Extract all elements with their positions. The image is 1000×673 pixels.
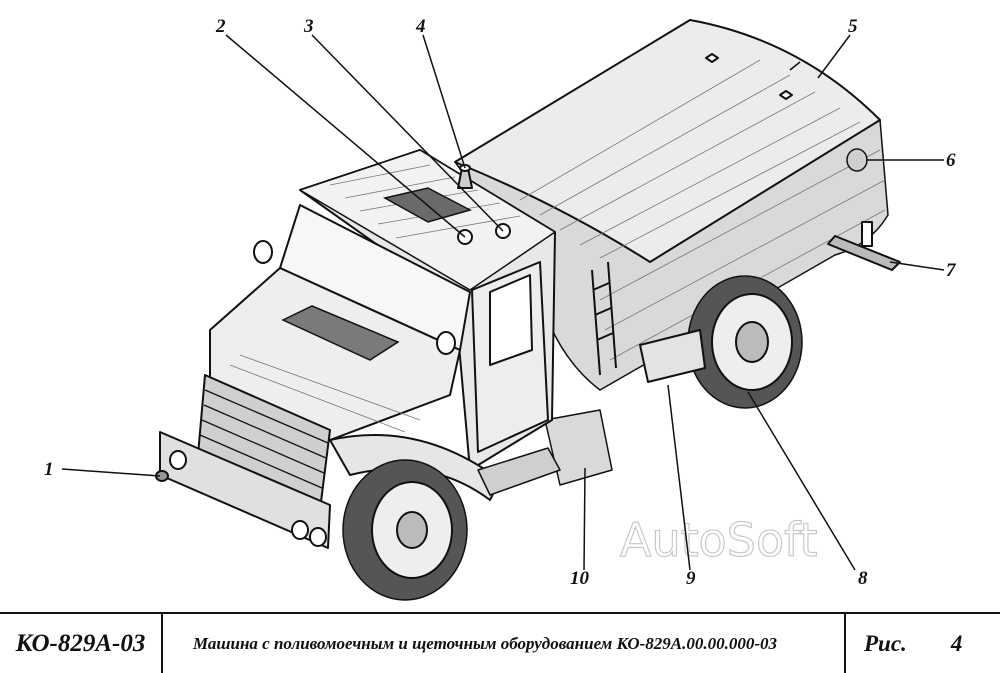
tank-hatch: [846, 148, 868, 172]
beacon-light: [457, 164, 473, 189]
title-block: КО-829А-03 Машина с поливомоечным и щето…: [0, 612, 1000, 673]
drawing-description: Машина с поливомоечным и щеточным оборуд…: [163, 614, 846, 673]
truck-diagram: AutoSoft: [44, 16, 957, 601]
front-wheel: [329, 434, 501, 601]
callout-8: 8: [858, 568, 868, 589]
figure-label: Рис.: [864, 630, 907, 656]
callouts: 1 2 3 4 5 6 7 8 9 10: [44, 16, 957, 589]
hood-grille-vent: [281, 305, 400, 361]
callout-2: 2: [215, 16, 226, 37]
callout-3: 3: [303, 16, 314, 37]
watermark: AutoSoft: [620, 513, 818, 567]
callout-9: 9: [686, 568, 696, 589]
leader-lines: [61, 34, 945, 571]
ladder: [591, 261, 617, 376]
tank: [454, 19, 889, 391]
callout-4: 4: [415, 16, 426, 37]
rear-wheel: [687, 275, 803, 409]
step: [477, 447, 561, 496]
brush-unit: [544, 409, 613, 486]
figure-number: 4: [950, 630, 963, 656]
callout-1: 1: [44, 459, 54, 480]
front-bumper: [159, 431, 331, 549]
callout-10: 10: [570, 568, 590, 589]
drawing-code: КО-829А-03: [0, 614, 163, 673]
callout-7: 7: [946, 260, 957, 281]
figure-reference: Рис. 4: [846, 614, 1000, 673]
cab: [279, 149, 556, 471]
headlights: [155, 450, 327, 547]
mirrors: [253, 240, 456, 355]
callout-5: 5: [848, 16, 858, 37]
callout-6: 6: [946, 150, 956, 171]
rear-spray-bar: [827, 221, 901, 271]
